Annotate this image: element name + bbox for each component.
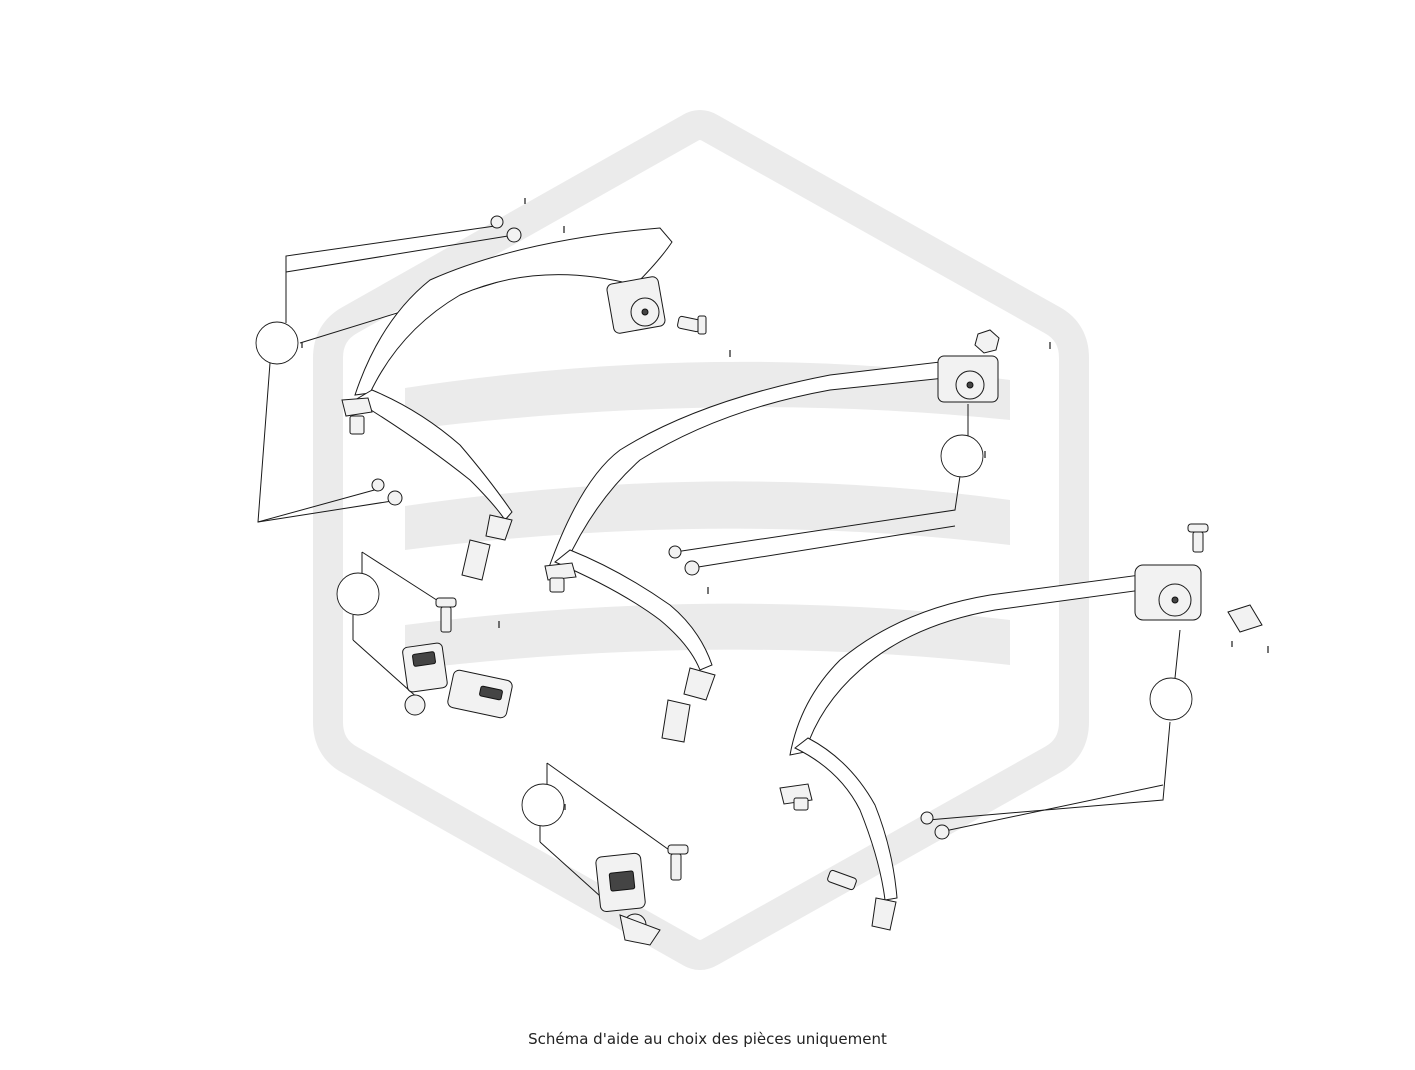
nut-icon <box>371 478 385 492</box>
seat-belt-webbing <box>554 549 713 671</box>
bolt-icon <box>827 869 857 891</box>
bolt-icon <box>1187 523 1209 553</box>
left-buckle-assembly <box>336 551 513 719</box>
seat-belt-retractor-icon <box>606 276 666 334</box>
seat-belt-webbing <box>794 737 898 901</box>
brand-hexagon-logo-watermark <box>313 110 1089 970</box>
nut-icon <box>490 215 504 229</box>
bolt-icon <box>667 844 689 881</box>
callout-circle <box>521 783 565 827</box>
diagram-caption: Schéma d'aide au choix des pièces unique… <box>528 1030 887 1048</box>
latch-plate-icon <box>341 397 373 435</box>
center-seat-belt-assembly <box>544 329 1051 743</box>
nut-icon <box>668 545 682 559</box>
left-seat-belt-assembly <box>255 198 707 581</box>
nut-icon <box>974 329 1000 354</box>
washer-icon <box>387 490 403 506</box>
seat-belt-webbing <box>354 227 673 396</box>
callout-circle <box>255 321 299 365</box>
seat-belt-buckle-icon <box>595 852 661 946</box>
washer-icon <box>934 824 950 840</box>
callout-circle <box>1149 677 1193 721</box>
seat-belt-webbing <box>789 574 1143 756</box>
callout-circle <box>940 434 984 478</box>
callout-circle <box>336 572 380 616</box>
anchor-plate-icon <box>871 897 897 931</box>
seat-belt-retractor-icon <box>1134 564 1202 621</box>
latch-plate-icon <box>544 562 577 593</box>
right-seat-belt-assembly <box>779 523 1269 931</box>
center-buckle-assembly <box>521 762 689 946</box>
bolt-icon <box>435 597 457 633</box>
seat-belt-webbing <box>354 389 513 521</box>
clip-icon <box>1227 604 1263 633</box>
anchor-plate-icon <box>461 514 513 581</box>
seat-belt-buckle-icon <box>402 642 513 719</box>
latch-plate-icon <box>779 783 813 811</box>
seat-belt-retractor-icon <box>937 355 999 403</box>
washer-icon <box>684 560 700 576</box>
bolt-icon <box>677 315 707 335</box>
anchor-plate-icon <box>661 667 716 743</box>
washer-icon <box>506 227 522 243</box>
nut-icon <box>920 811 934 825</box>
